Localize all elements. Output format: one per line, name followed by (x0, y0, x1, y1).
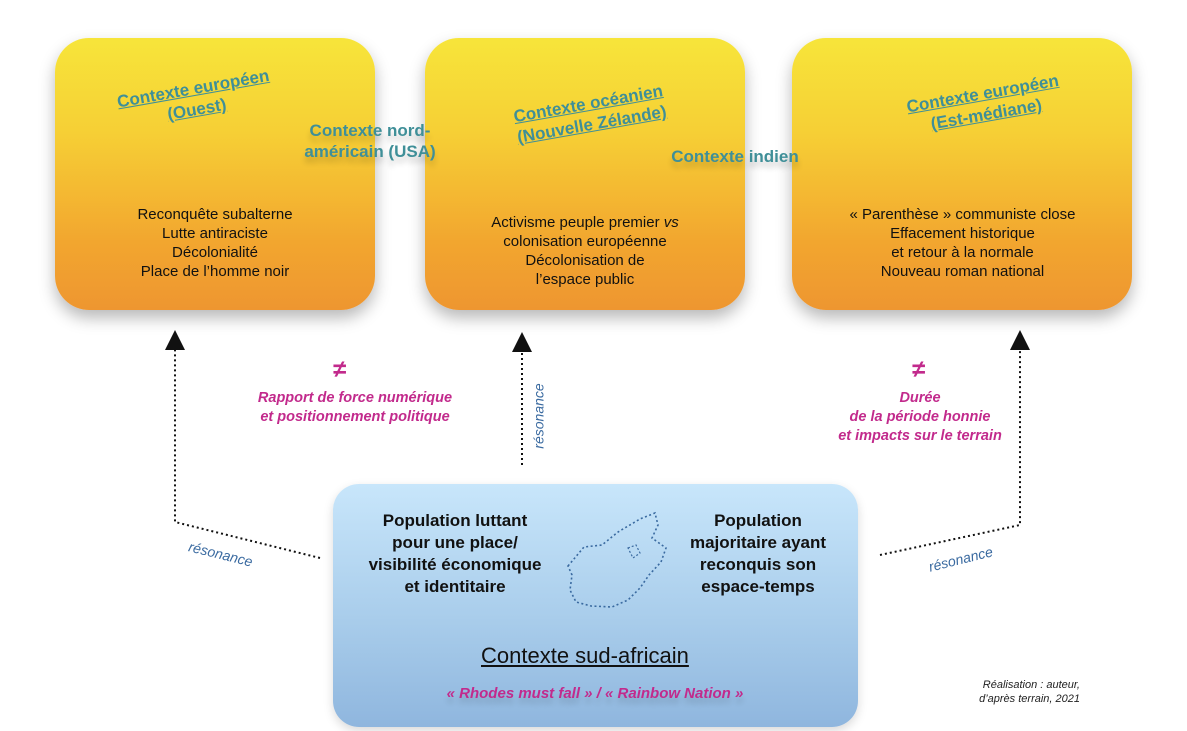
south-africa-title: Contexte sud-africain (481, 643, 689, 668)
box2-description: Activisme peuple premier vs colonisation… (491, 214, 679, 288)
south-africa-right-text: Population majoritaire ayant reconquis s… (689, 511, 827, 596)
south-africa-slogans: « Rhodes must fall » / « Rainbow Nation … (446, 685, 744, 702)
difference-symbol-right: ≠ (912, 356, 926, 383)
right-resonance-arrow (879, 330, 1030, 556)
left-resonance-arrow (165, 330, 321, 559)
box3-description: « Parenthèse » communiste close Effaceme… (849, 206, 1076, 280)
context-north-american: Contexte nord- américain (USA) (304, 121, 436, 161)
difference-symbol-left: ≠ (333, 356, 347, 383)
box1-description: Reconquête subalterne Lutte antiraciste … (137, 206, 293, 280)
context-box-eastern-europe (792, 38, 1132, 310)
context-box-western-europe (55, 38, 375, 310)
author-credit: Réalisation : auteur, d’après terrain, 2… (979, 679, 1080, 705)
south-africa-left-text: Population luttant pour une place/ visib… (368, 511, 542, 596)
difference-text-right: Durée de la période honnie et impacts su… (838, 390, 1002, 444)
context-indian: Contexte indien (671, 147, 799, 166)
context-box-new-zealand (425, 38, 745, 310)
difference-text-left: Rapport de force numérique et positionne… (257, 390, 453, 425)
